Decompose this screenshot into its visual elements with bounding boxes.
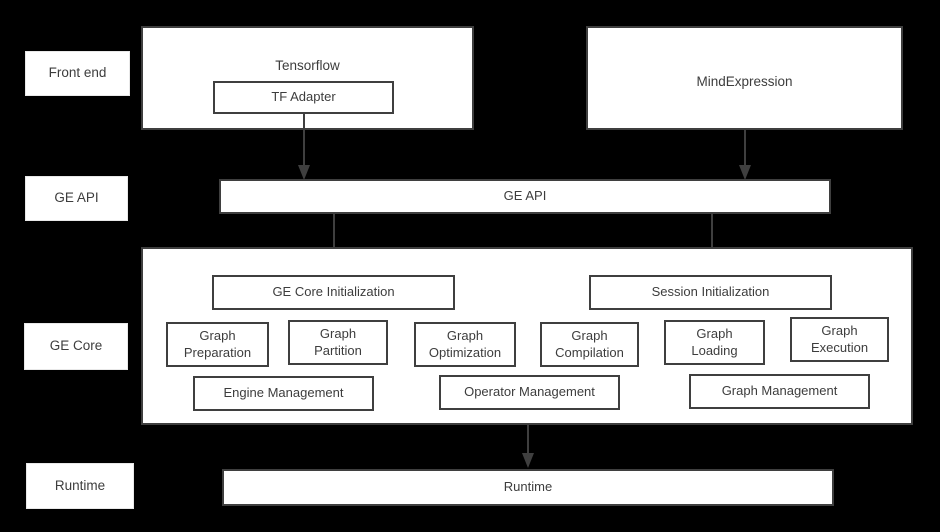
ge-api-bar-label: GE API bbox=[503, 188, 547, 204]
graph-preparation-label: Graph Preparation bbox=[183, 328, 252, 360]
graph-optimization-box: Graph Optimization bbox=[414, 322, 516, 367]
arrow-ge-core-to-runtime bbox=[520, 425, 536, 469]
graph-loading-box: Graph Loading bbox=[664, 320, 765, 365]
operator-management-label: Operator Management bbox=[464, 384, 595, 400]
ge-core-initialization-label: GE Core Initialization bbox=[272, 284, 395, 300]
mindexpression-title: MindExpression bbox=[696, 74, 793, 89]
graph-management-label: Graph Management bbox=[721, 383, 838, 399]
mindexpression-container: MindExpression bbox=[586, 26, 903, 130]
arrow-tf-adapter-to-ge-api bbox=[296, 113, 312, 181]
tensorflow-title: Tensorflow bbox=[275, 58, 340, 73]
session-initialization-box: Session Initialization bbox=[589, 275, 832, 310]
graph-compilation-box: Graph Compilation bbox=[540, 322, 639, 367]
layer-label-front-end: Front end bbox=[25, 51, 130, 96]
layer-label-front-end-text: Front end bbox=[48, 65, 107, 81]
ge-api-bar: GE API bbox=[219, 179, 831, 214]
graph-compilation-label: Graph Compilation bbox=[555, 328, 624, 360]
layer-label-ge-api: GE API bbox=[25, 176, 128, 221]
tf-adapter-box: TF Adapter bbox=[213, 81, 394, 114]
layer-label-ge-core: GE Core bbox=[24, 323, 128, 370]
session-initialization-label: Session Initialization bbox=[651, 284, 770, 300]
graph-execution-box: Graph Execution bbox=[790, 317, 889, 362]
graph-optimization-label: Graph Optimization bbox=[428, 328, 502, 360]
graph-management-box: Graph Management bbox=[689, 374, 870, 409]
ge-core-initialization-box: GE Core Initialization bbox=[212, 275, 455, 310]
engine-management-label: Engine Management bbox=[223, 385, 344, 401]
graph-partition-label: Graph Partition bbox=[314, 326, 362, 358]
graph-preparation-box: Graph Preparation bbox=[166, 322, 269, 367]
graph-execution-label: Graph Execution bbox=[810, 323, 869, 355]
operator-management-box: Operator Management bbox=[439, 375, 620, 410]
graph-partition-box: Graph Partition bbox=[288, 320, 388, 365]
runtime-bar: Runtime bbox=[222, 469, 834, 506]
engine-management-box: Engine Management bbox=[193, 376, 374, 411]
layer-label-ge-api-text: GE API bbox=[54, 190, 99, 206]
tf-adapter-label: TF Adapter bbox=[271, 89, 336, 105]
layer-label-runtime: Runtime bbox=[26, 463, 134, 509]
layer-label-runtime-text: Runtime bbox=[54, 477, 106, 493]
layer-label-ge-core-text: GE Core bbox=[49, 338, 103, 354]
graph-loading-label: Graph Loading bbox=[691, 326, 738, 358]
arrow-mindexpression-to-ge-api bbox=[737, 129, 753, 181]
runtime-bar-label: Runtime bbox=[503, 479, 553, 495]
